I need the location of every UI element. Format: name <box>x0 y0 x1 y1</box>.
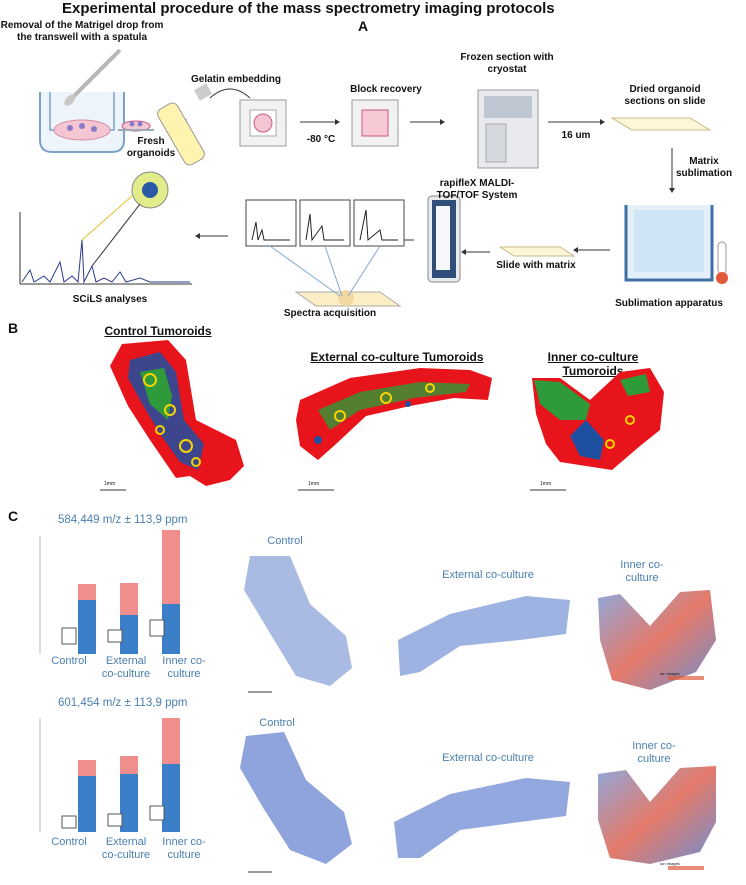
block-icon <box>351 99 399 147</box>
group-label-control-1: Control <box>51 655 87 667</box>
maldi-instrument-icon <box>427 195 461 283</box>
external-tumoroid-map <box>296 368 492 460</box>
cryostat-icon <box>477 89 539 169</box>
ion-image-row1 <box>244 556 716 690</box>
organoid-dish-icon <box>118 120 154 132</box>
legend-row2: Ion Images <box>660 861 680 866</box>
mz-label-row1: 584,449 m/z ± 113,9 ppm <box>58 514 188 526</box>
inner-tumoroid-map <box>532 368 664 470</box>
title-control-tumoroids: Control Tumoroids <box>104 324 212 338</box>
label-frozen: Frozen section with cryostat <box>460 52 554 75</box>
group-label-inner-1: Inner co-culture <box>162 655 206 680</box>
group-label-external-2: External co-culture <box>101 836 151 861</box>
scale-label-inner: 1mm <box>540 481 552 487</box>
boxplot-row2 <box>39 718 180 832</box>
group-label-control-2: Control <box>51 836 87 848</box>
label-um: 16 um <box>561 130 591 141</box>
label-maldi: rapifleX MALDI-TOF/TOF System <box>436 178 518 201</box>
label-spectra: Spectra acquisition <box>283 308 377 319</box>
mold-icon <box>239 99 287 147</box>
img-label-external-2: External co-culture <box>442 752 534 764</box>
scils-spectrum-icon <box>19 171 192 285</box>
control-tumoroid-map <box>110 340 244 486</box>
img-label-control-1: Control <box>267 535 303 547</box>
transwell-icon <box>39 92 125 153</box>
label-slide-matrix: Slide with matrix <box>496 260 576 271</box>
panel-label-c: C <box>8 508 19 524</box>
legend-row1: Ion Images <box>660 671 680 676</box>
label-temp: -80 °C <box>306 134 336 145</box>
ion-image-row2 <box>240 732 716 870</box>
img-label-external-1: External co-culture <box>442 569 534 581</box>
panel-label-b: B <box>8 320 19 336</box>
mz-label-row2: 601,454 m/z ± 113,9 ppm <box>58 697 188 709</box>
page-title: Experimental procedure of the mass spect… <box>62 0 555 17</box>
group-label-inner-2: Inner co-culture <box>162 836 206 861</box>
label-dried: Dried organoid sections on slide <box>624 84 706 107</box>
panel-label-a: A <box>358 18 369 34</box>
scale-label-control: 1mm <box>104 481 116 487</box>
label-block: Block recovery <box>350 84 422 95</box>
spectra-boxes <box>245 199 405 307</box>
label-matrix-sub: Matrix sublimation <box>675 156 733 179</box>
scale-label-external: 1mm <box>308 481 320 487</box>
group-label-external-1: External co-culture <box>101 655 151 680</box>
label-gelatin: Gelatin embedding <box>190 74 281 85</box>
label-scils: SCiLS analyses <box>72 294 148 305</box>
sublimation-apparatus-icon <box>624 205 728 284</box>
title-external-tumoroids: External co-culture Tumoroids <box>310 350 484 364</box>
slide-matrix-icon <box>498 246 576 257</box>
spatula-icon <box>64 48 122 106</box>
label-removal: Removal of the Matrigel drop from the tr… <box>0 20 164 43</box>
tube-icon <box>157 83 213 166</box>
slide-icon <box>610 117 712 131</box>
label-sublimation: Sublimation apparatus <box>615 298 723 309</box>
label-fresh: Fresh organoids <box>126 136 176 159</box>
title-inner-tumoroids: Inner co-culture Tumoroids <box>547 350 639 378</box>
img-label-inner-2: Inner co-culture <box>632 740 676 765</box>
img-label-control-2: Control <box>259 717 295 729</box>
img-label-inner-1: Inner co-culture <box>620 559 664 584</box>
boxplot-row1 <box>39 530 180 654</box>
